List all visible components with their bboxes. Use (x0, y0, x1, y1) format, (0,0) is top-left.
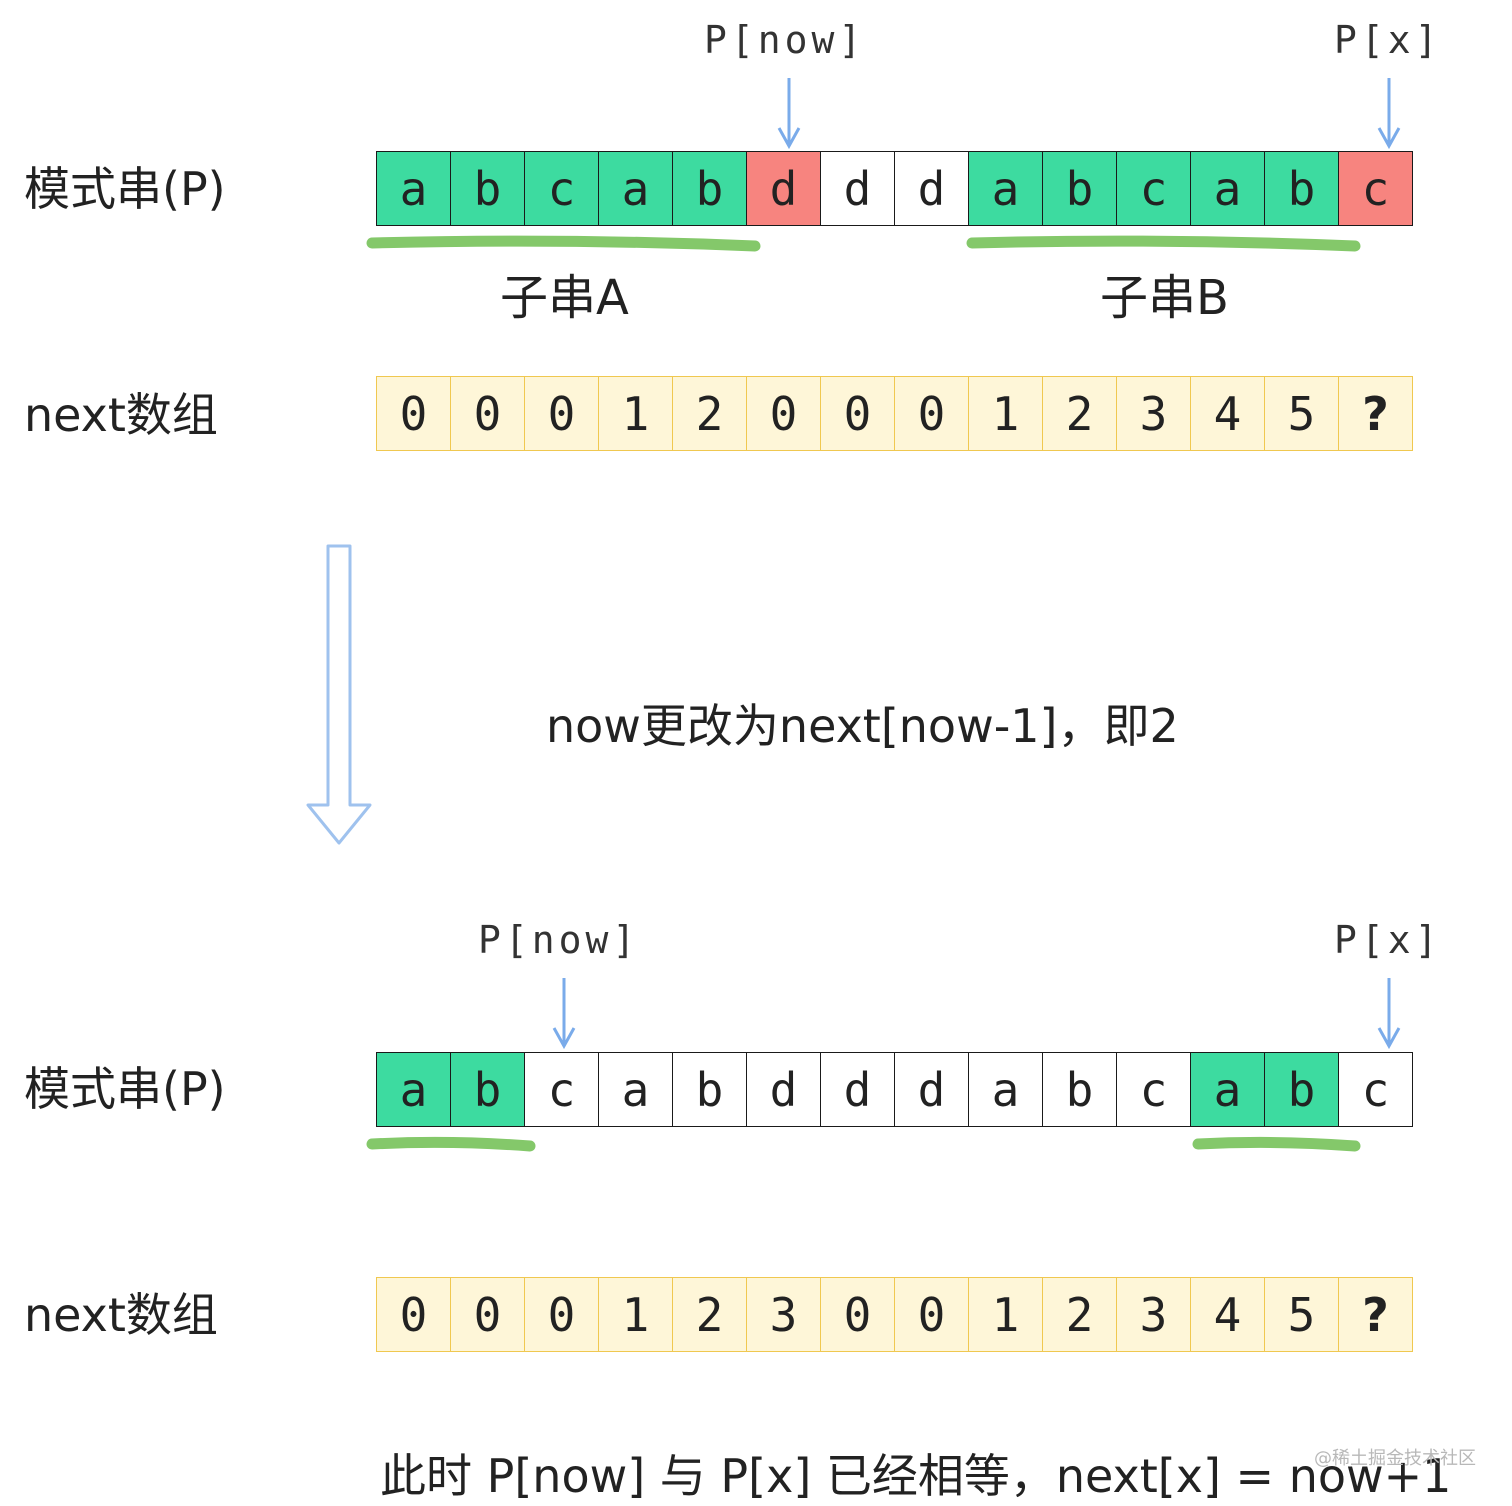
next-bottom-value-cell: ? (1338, 1277, 1413, 1352)
next-top-value-cell: 5 (1264, 376, 1339, 451)
conclusion-caption: 此时 P[now] 与 P[x] 已经相等，next[x] = now+1 (380, 1449, 1452, 1503)
pattern-row-label-top: 模式串(P) (24, 162, 226, 216)
pointer-x-label-top: P[x] (1334, 18, 1442, 62)
pattern-bottom-char-cell: b (450, 1052, 525, 1127)
pointer-x-arrowhead-top (1377, 127, 1401, 150)
next-bottom-value-cell: 0 (376, 1277, 451, 1352)
next-bottom-value-cell: 1 (968, 1277, 1043, 1352)
next-top-value-cell: 0 (820, 376, 895, 451)
pattern-bottom-char-cell: c (1338, 1052, 1413, 1127)
pattern-top-char-cell: c (524, 151, 599, 226)
pattern-top-char-cell: b (672, 151, 747, 226)
pattern-bottom-char-cell: a (968, 1052, 1043, 1127)
next-bottom-value-cell: 0 (894, 1277, 969, 1352)
pointer-now-label-bottom: P[now] (478, 918, 640, 962)
pattern-top-char-cell: c (1116, 151, 1191, 226)
pattern-bottom-char-cell: c (524, 1052, 599, 1127)
next-bottom-value-cell: 1 (598, 1277, 673, 1352)
next-top-value-cell: 0 (376, 376, 451, 451)
underline-prefix-bottom (366, 1136, 536, 1152)
underline-substring-b (966, 235, 1361, 252)
next-bottom-value-cell: 0 (450, 1277, 525, 1352)
pattern-top-char-cell: a (968, 151, 1043, 226)
pattern-bottom-char-cell: b (1264, 1052, 1339, 1127)
pattern-top-char-cell: a (598, 151, 673, 226)
next-top-value-cell: 0 (524, 376, 599, 451)
transition-caption: now更改为next[now-1]，即2 (546, 699, 1179, 753)
pattern-top-char-cell: d (894, 151, 969, 226)
next-row-label-top: next数组 (24, 388, 218, 442)
next-top-value-cell: ? (1338, 376, 1413, 451)
pattern-bottom-char-cell: d (746, 1052, 821, 1127)
pattern-bottom-char-cell: a (376, 1052, 451, 1127)
big-down-arrow (306, 544, 372, 845)
next-row-label-bottom: next数组 (24, 1288, 218, 1342)
pattern-bottom-char-cell: d (820, 1052, 895, 1127)
pattern-top-char-cell: d (746, 151, 821, 226)
pointer-now-arrowhead-top (777, 127, 801, 150)
next-bottom-value-cell: 0 (820, 1277, 895, 1352)
pattern-bottom-char-cell: b (672, 1052, 747, 1127)
pattern-top-char-cell: c (1338, 151, 1413, 226)
pointer-x-label-bottom: P[x] (1334, 918, 1442, 962)
pattern-top-char-cell: a (1190, 151, 1265, 226)
pointer-x-arrowhead-bottom (1377, 1027, 1401, 1050)
pattern-bottom-char-cell: a (1190, 1052, 1265, 1127)
next-top-value-cell: 1 (968, 376, 1043, 451)
pointer-now-label-top: P[now] (704, 18, 866, 62)
next-bottom-value-cell: 3 (1116, 1277, 1191, 1352)
pattern-bottom-char-cell: d (894, 1052, 969, 1127)
pattern-top-char-cell: b (1042, 151, 1117, 226)
substring-a-label: 子串A (500, 270, 629, 326)
pattern-row-label-bottom: 模式串(P) (24, 1062, 226, 1116)
pattern-top-char-cell: d (820, 151, 895, 226)
next-top-value-cell: 2 (1042, 376, 1117, 451)
pattern-top-char-cell: b (450, 151, 525, 226)
next-bottom-value-cell: 2 (672, 1277, 747, 1352)
next-bottom-value-cell: 2 (1042, 1277, 1117, 1352)
pattern-top-char-cell: b (1264, 151, 1339, 226)
underline-suffix-bottom (1192, 1136, 1361, 1152)
watermark: @稀土掘金技术社区 (1314, 1448, 1476, 1469)
next-bottom-value-cell: 5 (1264, 1277, 1339, 1352)
pointer-now-arrowhead-bottom (552, 1027, 576, 1050)
next-top-value-cell: 2 (672, 376, 747, 451)
substring-b-label: 子串B (1100, 270, 1229, 326)
next-top-value-cell: 0 (746, 376, 821, 451)
next-bottom-value-cell: 3 (746, 1277, 821, 1352)
underline-substring-a (366, 235, 761, 252)
next-bottom-value-cell: 0 (524, 1277, 599, 1352)
next-top-value-cell: 1 (598, 376, 673, 451)
